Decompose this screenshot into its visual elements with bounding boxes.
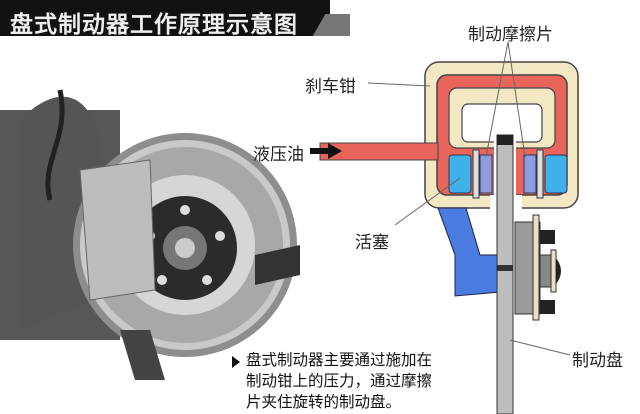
label-brake-disc: 制动盘 [572,351,623,371]
pad-left [479,154,493,194]
label-piston: 活塞 [355,233,389,253]
diagram-title: 盘式制动器工作原理示意图 [10,12,298,38]
title-bar-accent [300,14,350,36]
hub [514,214,561,321]
label-caliper: 刹车钳 [305,77,356,97]
description: 盘式制动器主要通过施加在 制动钳上的压力，通过摩擦 片夹住旋转的制动盘。 [246,350,432,413]
brake-disc [496,134,514,414]
leader-lines [367,41,571,356]
piston-left [448,154,472,194]
description-line: 制动钳上的压力，通过摩擦 [246,372,433,390]
label-brake-pads: 制动摩擦片 [468,25,553,45]
bullet-arrow-icon [232,356,240,368]
label-hydraulic-fluid: 液压油 [253,145,304,165]
bracket [437,207,501,297]
title-bar [0,0,330,36]
description-line: 盘式制动器主要通过施加在 [246,351,433,369]
arrow-head-icon [328,143,342,159]
description-line: 片夹住旋转的制动盘。 [246,393,402,411]
piston-right [544,154,568,194]
pad-right [523,154,537,194]
brake-photo [0,89,300,380]
